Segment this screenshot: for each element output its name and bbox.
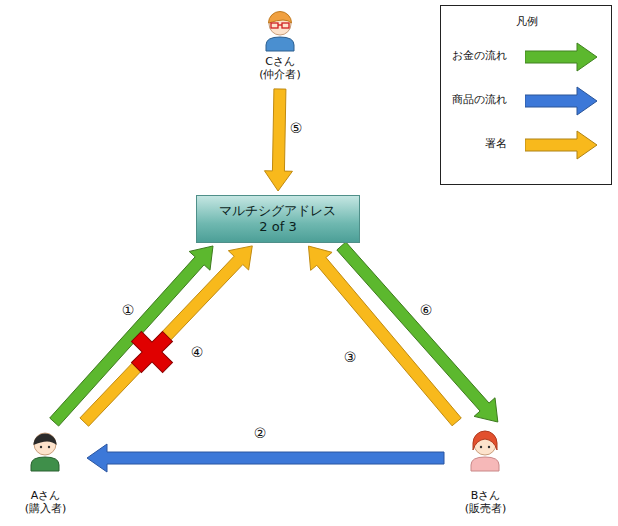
- legend-box: 凡例お金の流れ商品の流れ署名: [440, 5, 612, 185]
- callout-number: ④: [191, 344, 204, 360]
- legend-title: 凡例: [516, 15, 538, 29]
- person-node: Cさん (仲介者): [243, 5, 317, 85]
- legend-row: お金の流れ: [441, 42, 611, 72]
- legend-text: 署名: [485, 137, 507, 151]
- legend-swatch-area: [525, 42, 597, 72]
- box-label: マルチシグアドレス 2 of 3: [216, 203, 341, 235]
- legend-swatch-area: [525, 130, 597, 160]
- block-cross: [121, 321, 183, 383]
- person-label: Cさん (仲介者): [254, 55, 307, 81]
- callout-number: ②: [254, 425, 267, 441]
- person-icon: [266, 12, 294, 52]
- callout-number: ①: [122, 302, 135, 318]
- legend-swatch: [525, 131, 597, 159]
- legend-text: お金の流れ: [452, 49, 507, 63]
- person-node: Aさん (購入者): [8, 425, 83, 515]
- block-arrow: [264, 89, 292, 191]
- person-icon: [471, 431, 499, 471]
- legend-swatch-area: [525, 86, 597, 116]
- callout-number: ⑥: [420, 302, 433, 318]
- legend-swatch: [525, 87, 597, 115]
- block-arrow: [308, 246, 461, 426]
- legend-swatch: [525, 43, 597, 71]
- block-arrow: [87, 444, 444, 472]
- legend-row: 商品の流れ: [441, 86, 611, 116]
- person-node: Bさん (販売者): [448, 425, 523, 515]
- block-arrow: [50, 246, 213, 426]
- person-label: Bさん (販売者): [459, 489, 512, 515]
- legend-text: 商品の流れ: [452, 93, 507, 107]
- callout-number: ③: [344, 349, 357, 365]
- person-icon: [31, 433, 59, 471]
- callout-number: ⑤: [290, 120, 303, 136]
- person-label: Aさん (購入者): [19, 489, 72, 515]
- block-arrow: [337, 242, 498, 422]
- block-arrow: [80, 246, 252, 426]
- multisig-box: マルチシグアドレス 2 of 3: [196, 195, 360, 243]
- legend-row: 署名: [441, 130, 611, 160]
